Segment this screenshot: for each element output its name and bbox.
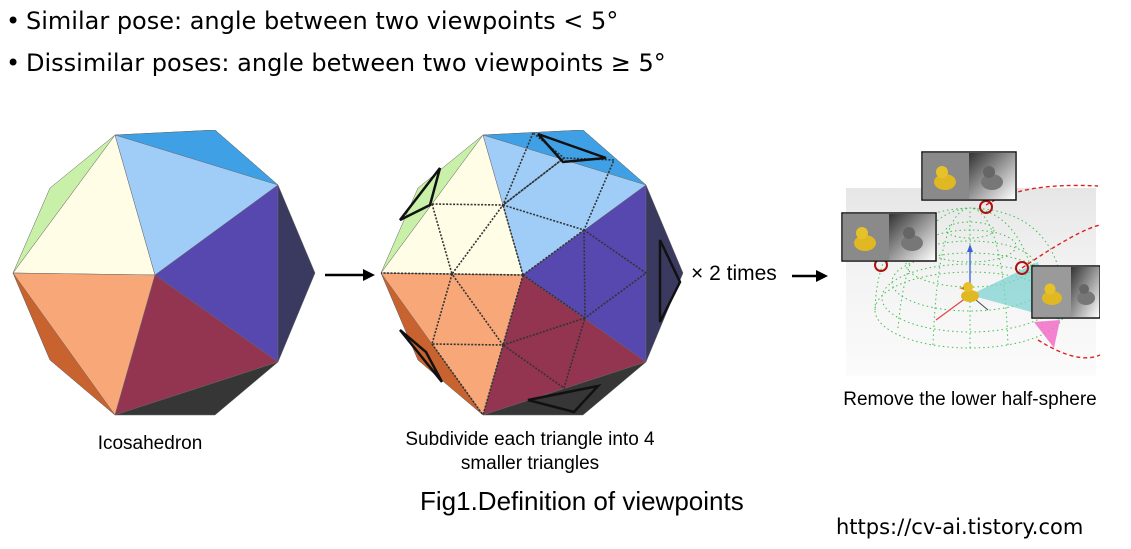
bullet-text: Dissimilar poses: angle between two view… [26,49,666,77]
face-navy [277,184,316,363]
bullet-dot: • [6,49,21,77]
subdivision-lines [380,131,648,416]
face-charcoal [114,361,279,416]
subdivided-icosahedron-figure [380,130,684,416]
thumbnail-left [841,212,937,262]
icosahedron-figure [12,130,316,416]
bullet-similar-pose: •Similar pose: angle between two viewpoi… [6,6,618,36]
source-url: https://cv-ai.tistory.com [836,515,1084,539]
duck-icon [959,282,979,302]
times-label: × 2 times [691,262,777,285]
bullet-dissimilar-pose: •Dissimilar poses: angle between two vie… [6,48,666,78]
caption-remove-lower-half: Remove the lower half-sphere [843,389,1097,410]
highlight-triangles [399,132,682,414]
arrow-right-icon [325,269,375,281]
caption-subdivide-line1: Subdivide each triangle into 4 [405,429,655,450]
figure-title: Fig1.Definition of viewpoints [420,486,744,516]
bullet-text: Similar pose: angle between two viewpoin… [26,7,619,35]
bullet-dot: • [6,7,21,35]
caption-icosahedron: Icosahedron [97,433,203,454]
viewpoint-markers [874,200,1029,275]
half-sphere-figure [841,151,1100,376]
thumbnail-top [921,151,1017,201]
arrow-right-icon [792,270,828,282]
face-top-blue [114,130,279,186]
thumbnail-right [1031,265,1100,319]
caption-subdivide-line2: smaller triangles [460,453,600,474]
caption-subdivide: Subdivide each triangle into 4 smaller t… [375,428,685,476]
face-dark-orange [12,272,116,416]
frustum-base [1034,320,1060,348]
